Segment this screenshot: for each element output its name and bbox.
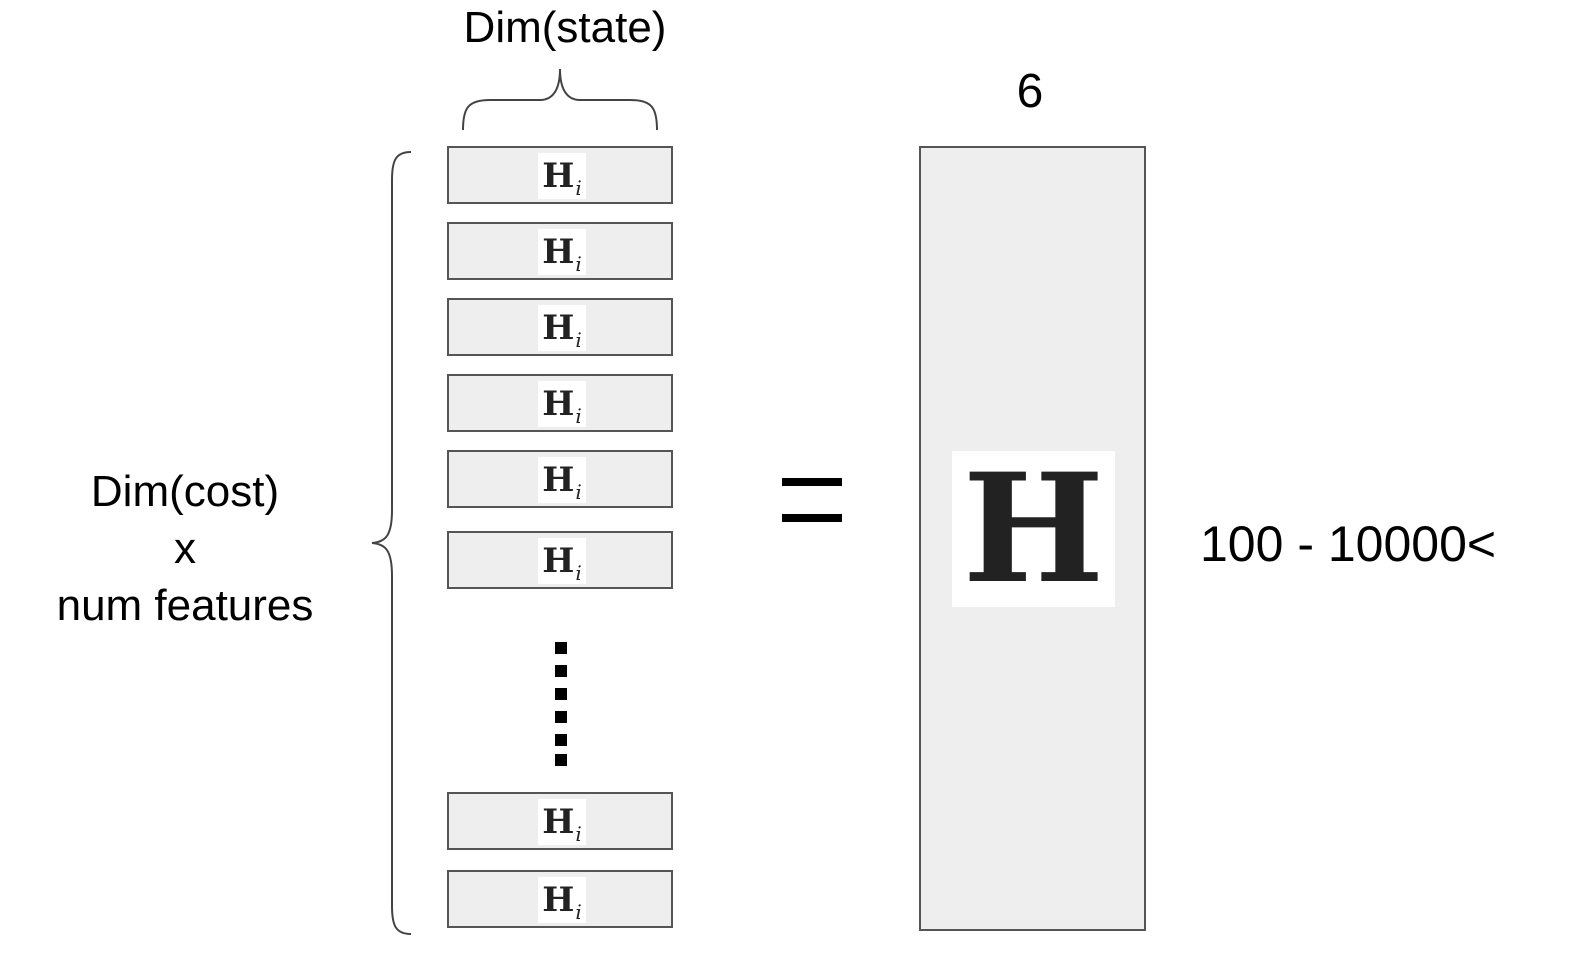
h-matrix: H (919, 146, 1146, 931)
hi-symbol: Hi (538, 305, 586, 352)
hi-block: Hi (447, 531, 673, 589)
left-label-line-1: Dim(cost) (90, 467, 280, 516)
hi-block: Hi (447, 792, 673, 850)
hi-block: Hi (447, 870, 673, 928)
hi-symbol: Hi (538, 457, 586, 504)
hi-symbol: Hi (538, 538, 586, 585)
hi-symbol: Hi (538, 381, 586, 428)
row-count-label: 100 - 10000< (1200, 516, 1497, 572)
state-brace (462, 68, 658, 131)
hi-block: Hi (447, 450, 673, 508)
hi-block: Hi (447, 298, 673, 356)
hi-symbol: Hi (538, 153, 586, 200)
hi-block: Hi (447, 146, 673, 204)
hi-symbol: Hi (538, 799, 586, 846)
state-dimension-label: Dim(state) (463, 3, 667, 52)
column-count-label: 6 (1016, 65, 1044, 118)
hi-block: Hi (447, 374, 673, 432)
cost-brace (371, 151, 412, 935)
matrix-symbol: H (952, 451, 1115, 607)
equals-icon (782, 478, 842, 524)
hi-symbol: Hi (538, 877, 586, 924)
vertical-ellipsis-icon (555, 642, 569, 768)
hi-symbol: Hi (538, 229, 586, 276)
hi-block: Hi (447, 222, 673, 280)
left-label-line-3: num features (56, 581, 314, 630)
left-label-line-2: x (174, 524, 196, 573)
cost-features-label: Dim(cost) x num features (30, 463, 340, 634)
